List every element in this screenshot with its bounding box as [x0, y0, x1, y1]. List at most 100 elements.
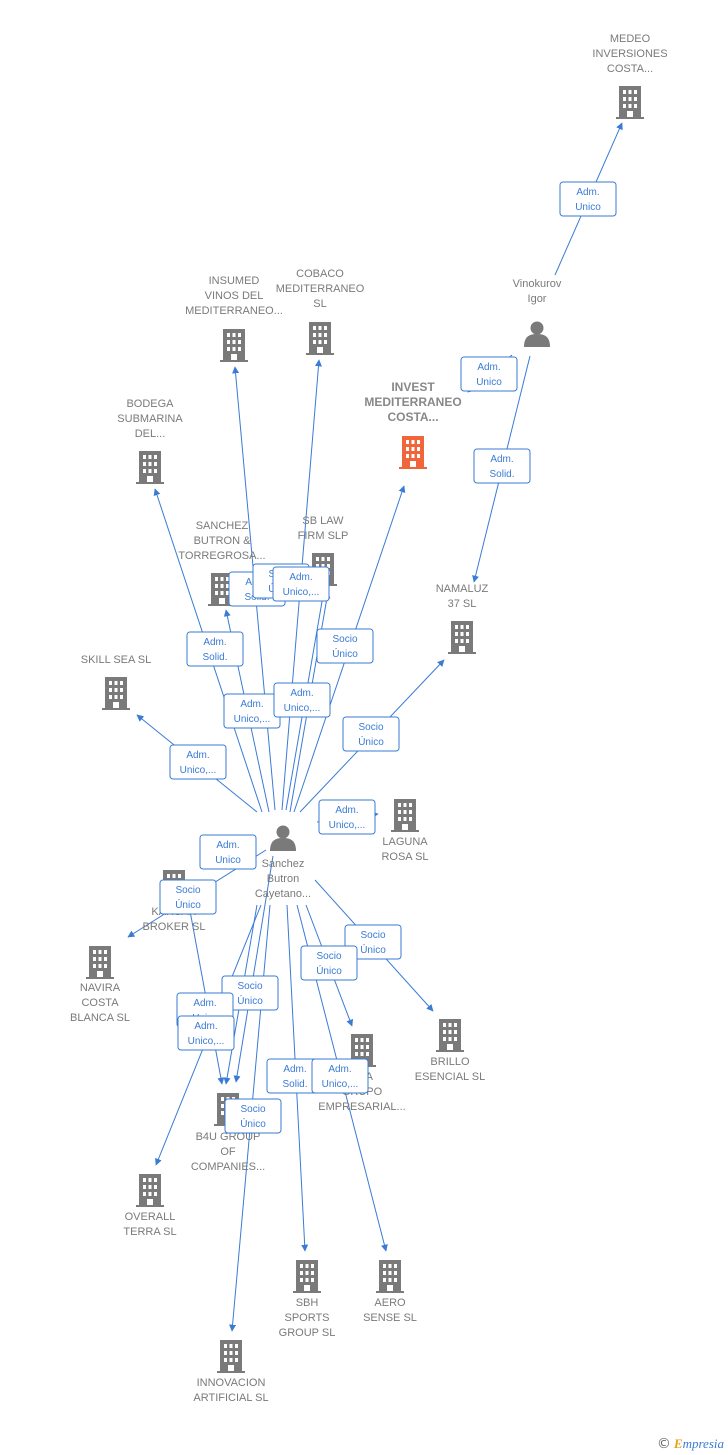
- node-skillsea[interactable]: SKILL SEA SL: [81, 654, 152, 710]
- building-icon[interactable]: [306, 322, 334, 355]
- edge-label-e-s-sanchezbt[interactable]: Adm.Unico,...: [223, 693, 281, 729]
- building-icon[interactable]: [220, 329, 248, 362]
- edge-label-box[interactable]: [311, 1058, 369, 1094]
- person-icon[interactable]: [524, 321, 550, 348]
- building-icon[interactable]: [136, 451, 164, 484]
- brand-logo-rest: mpresia: [682, 1436, 724, 1451]
- node-label-sbh-0: SBH: [296, 1297, 319, 1309]
- edge-label-text: Adm.: [328, 1064, 351, 1075]
- node-b4u[interactable]: B4U GROUPOFCOMPANIES...: [191, 1093, 265, 1173]
- copyright-icon: ©: [656, 1436, 671, 1452]
- building-icon[interactable]: [102, 677, 130, 710]
- node-sanchez[interactable]: SanchezButronCayetano...: [255, 825, 311, 901]
- edge-label-box[interactable]: [318, 799, 376, 835]
- edge-label-box[interactable]: [473, 448, 531, 484]
- node-label-sanchezbt-2: TORREGROSA...: [178, 550, 265, 562]
- edge-label-text: Adm.: [335, 805, 358, 816]
- node-label-vinokurov-1: Igor: [528, 293, 547, 305]
- person-icon[interactable]: [270, 825, 296, 852]
- node-label-bodega-0: BODEGA: [126, 398, 174, 410]
- edge-label-box[interactable]: [159, 879, 217, 915]
- edge-label-text: Unico,...: [283, 587, 320, 598]
- node-medeo[interactable]: MEDEOINVERSIONESCOSTA...: [592, 33, 668, 119]
- edge-label-box[interactable]: [460, 356, 518, 392]
- edge-label-e-vin-medeo[interactable]: Adm. Unico: [559, 181, 617, 217]
- node-label-laguna-0: LAGUNA: [382, 836, 428, 848]
- edge-label-e-s-overall[interactable]: Adm. Unico,...: [177, 1015, 235, 1051]
- node-bodega[interactable]: BODEGASUBMARINADEL...: [117, 398, 183, 484]
- edge-label-e-s-sbh[interactable]: Adm.Solid.: [266, 1058, 324, 1094]
- edge-label-box[interactable]: [186, 631, 244, 667]
- brand-logo[interactable]: Empresia: [674, 1436, 724, 1452]
- building-icon[interactable]: [136, 1174, 164, 1207]
- edge-label-text: Unico: [575, 202, 601, 213]
- edge-label-e-s-aero[interactable]: Adm.Unico,...: [311, 1058, 369, 1094]
- edge-label-box[interactable]: [199, 834, 257, 870]
- edge-label-e-s-bodega[interactable]: Adm.Solid.: [186, 631, 244, 667]
- edge-label-box[interactable]: [272, 566, 330, 602]
- edge-label-text: Único: [358, 735, 384, 748]
- edge-label-box[interactable]: [344, 924, 402, 960]
- edge-label-e-s-laguna[interactable]: Adm.Unico,...: [318, 799, 376, 835]
- building-icon[interactable]: [376, 1260, 404, 1293]
- building-icon[interactable]: [436, 1019, 464, 1052]
- edge-label-box[interactable]: [300, 945, 358, 981]
- building-icon[interactable]: [293, 1260, 321, 1293]
- edge-label-e-vin-invest[interactable]: Adm.Unico: [460, 356, 518, 392]
- edge-label-box[interactable]: [342, 716, 400, 752]
- edge-label-box[interactable]: [169, 744, 227, 780]
- node-label-brillo-1: ESENCIAL SL: [415, 1071, 486, 1083]
- edge-label-text: Unico,...: [188, 1036, 225, 1047]
- edge-label-text: Unico,...: [180, 765, 217, 776]
- edge-label-box[interactable]: [177, 1015, 235, 1051]
- edge-label-e-s-sblaw[interactable]: Adm.Unico,...: [272, 566, 330, 602]
- building-icon[interactable]: [217, 1340, 245, 1373]
- node-label-overall-0: OVERALL: [125, 1211, 176, 1223]
- edge-label-text: Socio: [237, 981, 262, 992]
- building-icon[interactable]: [399, 436, 427, 469]
- edge-label-e-s-karsan[interactable]: Adm.Unico: [199, 834, 257, 870]
- node-label-sanchez-0: Sanchez: [262, 858, 305, 870]
- edge-label-text: Único: [175, 898, 201, 911]
- edge-label-box[interactable]: [559, 181, 617, 217]
- edge-label-text: Adm.: [194, 1021, 217, 1032]
- building-icon[interactable]: [448, 621, 476, 654]
- edge-label-text: Unico,...: [234, 714, 271, 725]
- node-label-sanchez-2: Cayetano...: [255, 888, 311, 900]
- node-invest[interactable]: INVESTMEDITERRANEOCOSTA...: [364, 380, 462, 469]
- node-label-karsan-1: BROKER SL: [143, 921, 206, 933]
- building-icon[interactable]: [86, 946, 114, 979]
- edge-label-box[interactable]: [273, 682, 331, 718]
- edge-label-e-vin-namaluz[interactable]: Adm.Solid.: [473, 448, 531, 484]
- edge-label-e-s-skill[interactable]: Adm.Unico,...: [169, 744, 227, 780]
- edge-label-e-s-sblaw2[interactable]: Adm.Unico,...: [273, 682, 331, 718]
- edge-label-box[interactable]: [224, 1098, 282, 1134]
- edge-label-box[interactable]: [316, 628, 374, 664]
- building-icon[interactable]: [616, 86, 644, 119]
- edge-label-text: Unico: [215, 855, 241, 866]
- building-icon[interactable]: [391, 799, 419, 832]
- edge-label-text: Adm.: [576, 187, 599, 198]
- node-label-sanchez-1: Butron: [267, 873, 299, 885]
